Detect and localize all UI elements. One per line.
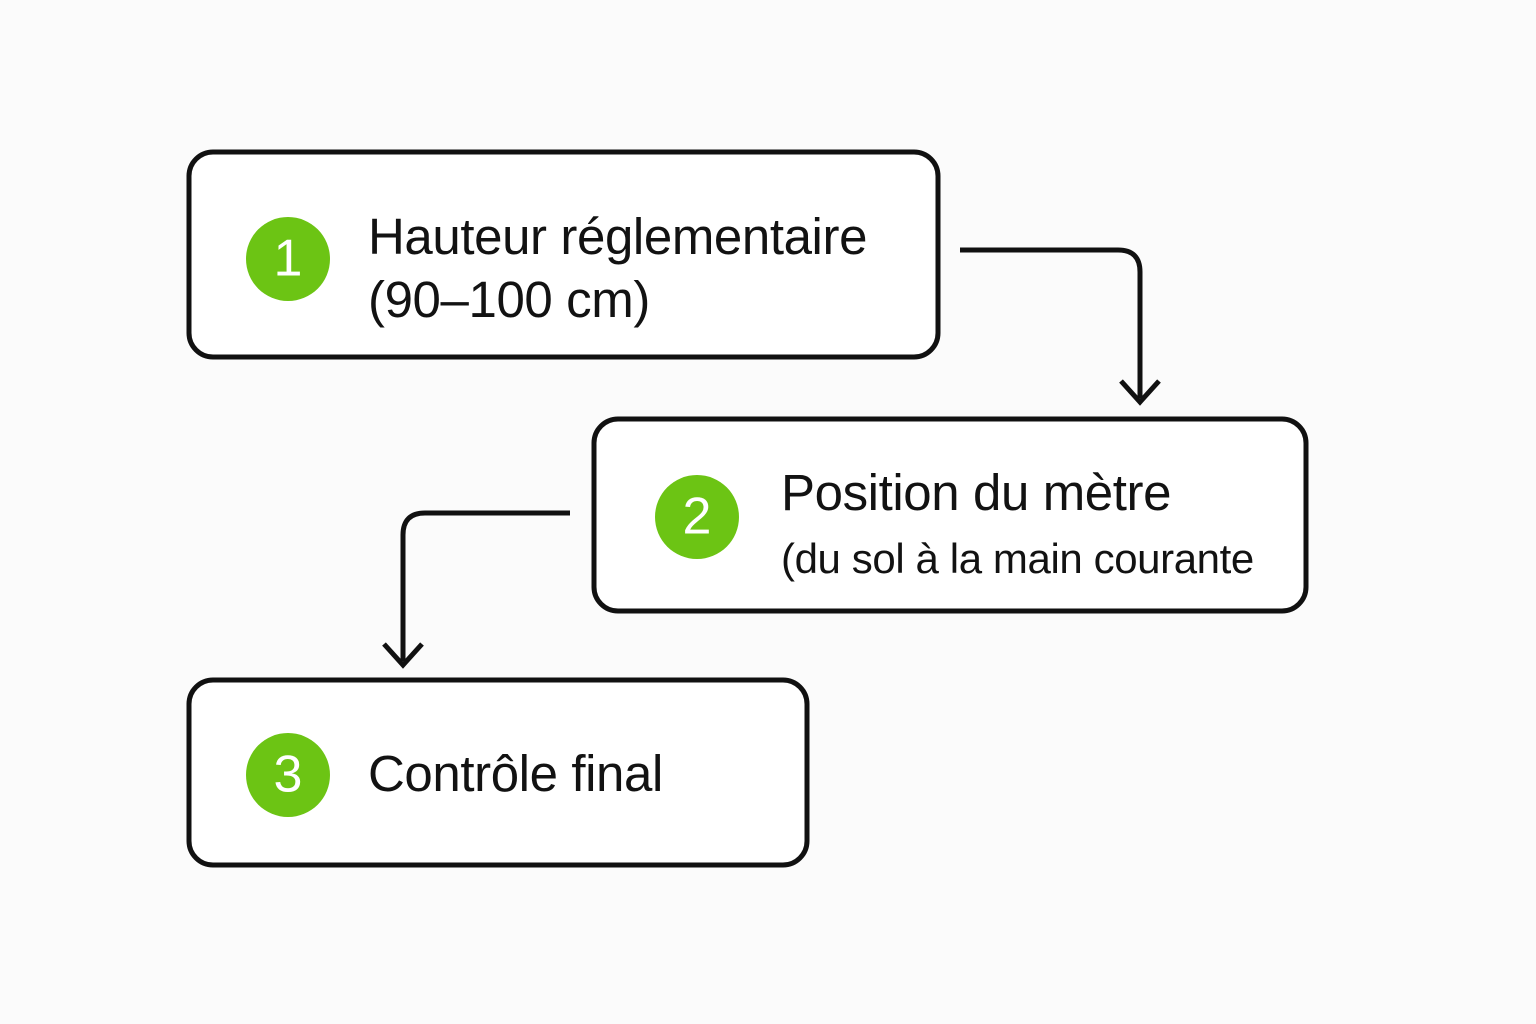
step-badge-number-3: 3 — [274, 746, 303, 804]
connector-line-1-to-2 — [960, 247, 1143, 398]
node-step-3[interactable]: 3 Contrôle final — [186, 677, 810, 868]
node-box-step-3[interactable] — [186, 677, 810, 868]
node-label-step-1-line-1: Hauteur réglementaire — [368, 208, 867, 265]
node-step-1[interactable]: 1 Hauteur réglementaire (90–100 cm) — [186, 149, 941, 360]
step-badge-circle-1 — [246, 217, 330, 301]
node-box-step-2[interactable] — [591, 416, 1309, 614]
step-badge-number-2: 2 — [683, 488, 712, 546]
node-label-step-2-line-1: Position du mètre — [781, 464, 1171, 521]
node-label-step-1-line-2: (90–100 cm) — [368, 271, 650, 328]
arrowhead-down-icon-2 — [382, 642, 424, 669]
step-badge-circle-3 — [246, 733, 330, 817]
node-text-clip-step-2: Position du mètre (du sol à la main cour… — [781, 464, 1254, 582]
connector-line-2-to-3 — [400, 510, 570, 661]
step-badge-circle-2 — [655, 475, 739, 559]
arrowhead-down-icon-1 — [1119, 379, 1161, 406]
node-label-step-2-line-2: (du sol à la main courante — [781, 535, 1254, 582]
connector-step-1-to-step-2 — [960, 247, 1161, 406]
node-box-step-1[interactable] — [186, 149, 941, 360]
node-label-step-3-line-1: Contrôle final — [368, 745, 663, 802]
connector-step-2-to-step-3 — [382, 510, 570, 669]
step-badge-number-1: 1 — [274, 230, 303, 288]
node-step-2[interactable]: 2 Position du mètre (du sol à la main co… — [591, 416, 1309, 614]
